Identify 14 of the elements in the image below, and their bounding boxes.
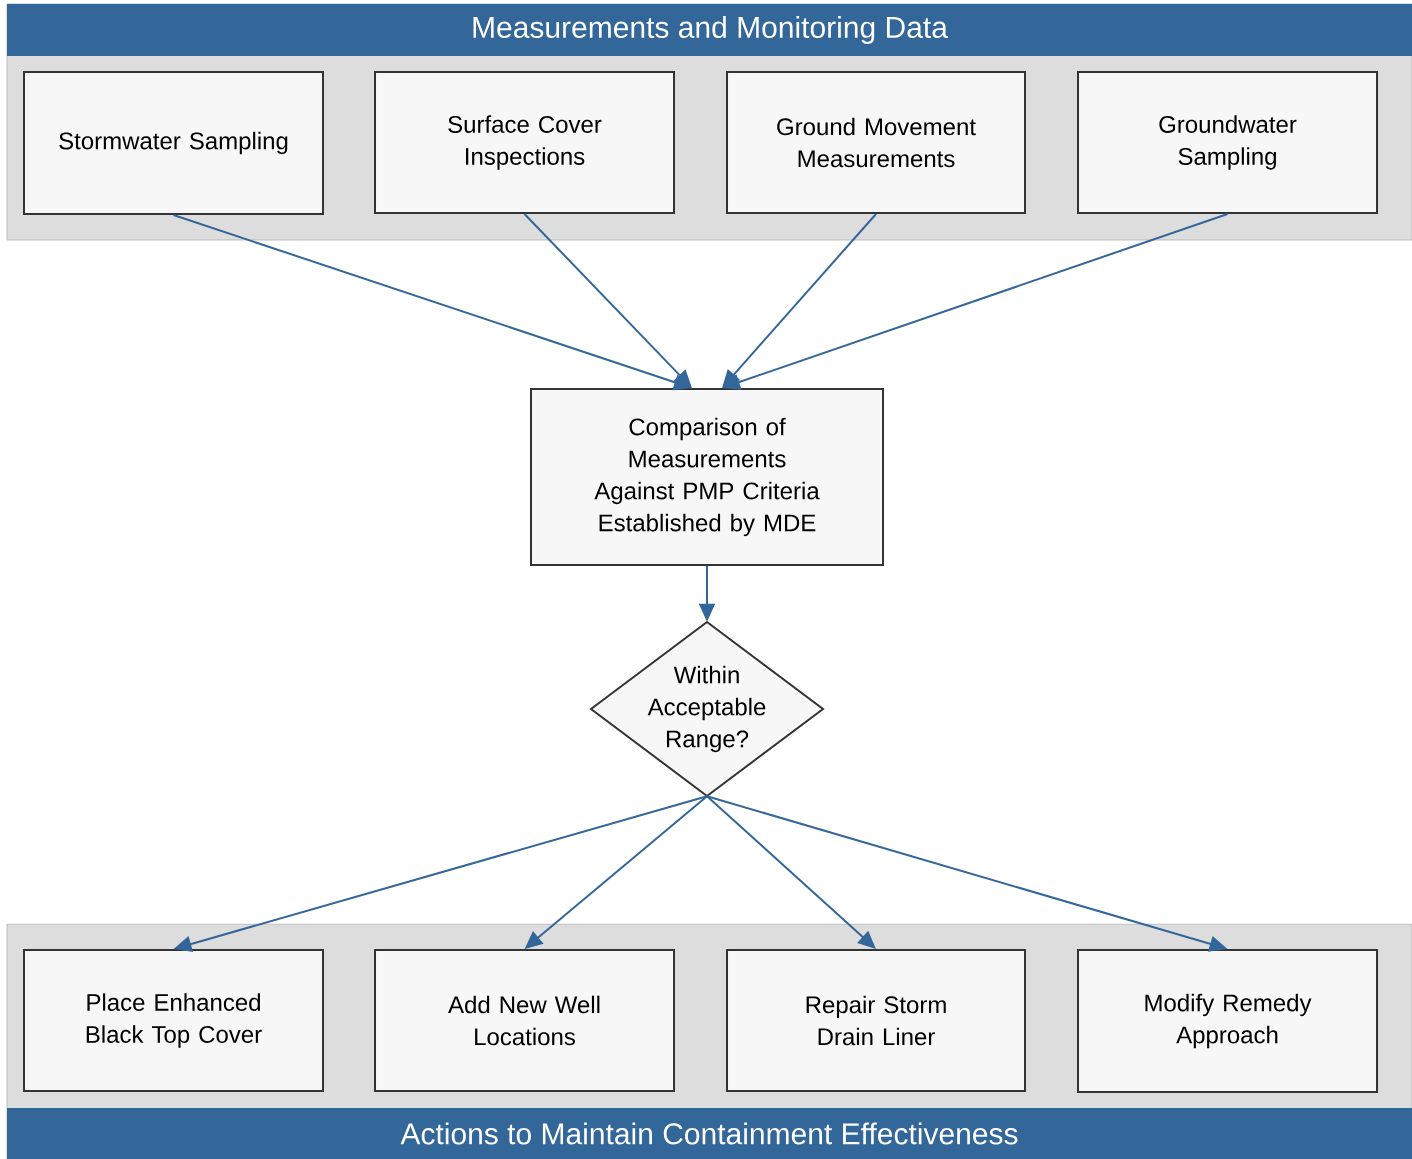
process-box: Groundwater Sampling — [1077, 71, 1378, 214]
header-band: Actions to Maintain Containment Effectiveness — [7, 1108, 1412, 1159]
process-box: Add New Well Locations — [374, 949, 675, 1092]
process-box: Ground Movement Measurements — [726, 71, 1026, 214]
arrow — [523, 213, 692, 388]
header-band: Measurements and Monitoring Data — [7, 4, 1412, 56]
process-box: Comparison of Measurements Against PMP Criteria Established by MDE — [530, 388, 884, 566]
arrow — [722, 213, 877, 388]
process-box: Place Enhanced Black Top Cover — [23, 949, 324, 1092]
process-box: Modify Remedy Approach — [1077, 949, 1378, 1093]
process-box: Repair Storm Drain Liner — [726, 949, 1026, 1092]
process-box: Stormwater Sampling — [23, 71, 324, 215]
process-box: Surface Cover Inspections — [374, 71, 675, 214]
arrow — [706, 795, 876, 949]
